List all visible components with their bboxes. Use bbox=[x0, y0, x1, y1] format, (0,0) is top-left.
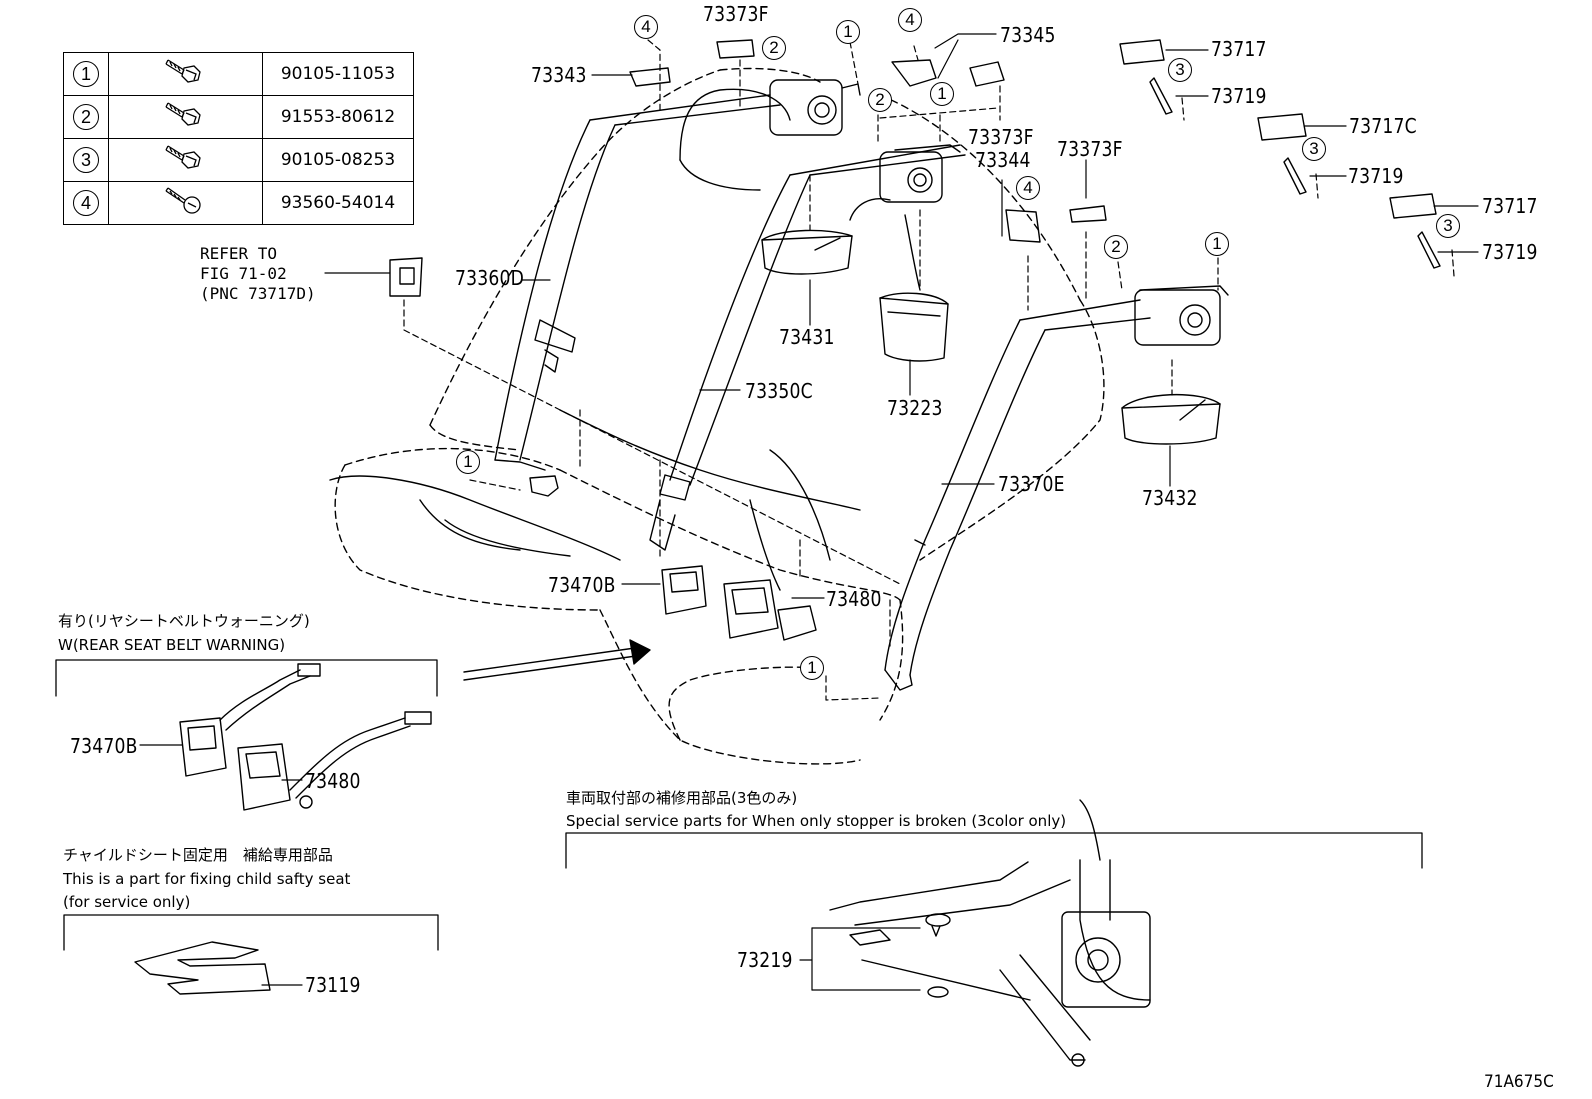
callout-73344: 73344 bbox=[975, 148, 1031, 172]
callout-73119: 73119 bbox=[305, 973, 361, 997]
child-seat-note-en-service: (for service only) bbox=[63, 893, 191, 911]
callout-73223: 73223 bbox=[887, 396, 943, 420]
callout-73350c: 73350C bbox=[745, 379, 813, 403]
cover-73432 bbox=[1121, 393, 1221, 445]
marker-2: 2 bbox=[868, 88, 892, 112]
belt-73350c bbox=[649, 144, 966, 551]
refer-note-line3: (PNC 73717D) bbox=[200, 284, 316, 303]
belt-73370e bbox=[884, 299, 1151, 691]
table-row: 1 90105-11053 bbox=[63, 52, 414, 96]
callout-73431: 73431 bbox=[779, 325, 835, 349]
marker-1: 1 bbox=[1205, 232, 1229, 256]
retractor-left bbox=[769, 79, 861, 136]
marker-1: 1 bbox=[930, 82, 954, 106]
callout-73719: 73719 bbox=[1482, 240, 1538, 264]
dashed-leaders bbox=[403, 39, 1455, 701]
figure-code: 71A675C bbox=[1484, 1072, 1554, 1092]
inset-arrow bbox=[463, 639, 651, 681]
callout-73717c: 73717C bbox=[1349, 114, 1417, 138]
fastener-index: 2 bbox=[73, 104, 99, 130]
seat-back-outline bbox=[334, 67, 1105, 765]
callout-73480-inset: 73480 bbox=[305, 769, 361, 793]
warning-note-en: W(REAR SEAT BELT WARNING) bbox=[58, 636, 286, 654]
table-row: 4 93560-54014 bbox=[63, 181, 414, 225]
marker-3: 3 bbox=[1168, 58, 1192, 82]
callout-73373f: 73373F bbox=[968, 125, 1034, 149]
fastener-part-number: 93560-54014 bbox=[262, 181, 414, 225]
child-seat-note-jp: チャイルドシート固定用 補給専用部品 bbox=[63, 846, 333, 864]
marker-3: 3 bbox=[1436, 214, 1460, 238]
marker-1: 1 bbox=[456, 450, 480, 474]
callout-73717: 73717 bbox=[1211, 37, 1267, 61]
marker-4: 4 bbox=[898, 8, 922, 32]
refer-note-line2: FIG 71-02 bbox=[200, 264, 287, 283]
callout-73219: 73219 bbox=[737, 948, 793, 972]
inset-brackets bbox=[55, 659, 1423, 951]
stopper-note-jp: 車両取付部の補修用部品(3色のみ) bbox=[566, 789, 798, 807]
retractor-right bbox=[1134, 285, 1229, 346]
marker-2: 2 bbox=[1104, 235, 1128, 259]
fastener-part-number: 90105-11053 bbox=[262, 52, 414, 96]
table-row: 3 90105-08253 bbox=[63, 138, 414, 182]
stopper-inset-drawing bbox=[829, 799, 1151, 1067]
cover-73223 bbox=[879, 292, 949, 362]
callout-73719: 73719 bbox=[1211, 84, 1267, 108]
fastener-index: 4 bbox=[73, 190, 99, 216]
callout-73343: 73343 bbox=[531, 63, 587, 87]
seat-cushion-contours bbox=[329, 409, 861, 591]
marker-2: 2 bbox=[762, 36, 786, 60]
marker-1: 1 bbox=[800, 656, 824, 680]
fastener-index: 1 bbox=[73, 61, 99, 87]
bolt-icon bbox=[164, 145, 201, 169]
child-seat-note-en: This is a part for fixing child safty se… bbox=[63, 870, 351, 888]
bolt-icon bbox=[164, 102, 201, 126]
retractor-center bbox=[879, 144, 961, 203]
fastener-table: 1 90105-11053 2 91553-80612 3 90105-0825… bbox=[63, 52, 414, 225]
table-row: 2 91553-80612 bbox=[63, 95, 414, 139]
callout-73360d: 73360D bbox=[455, 266, 525, 290]
callout-73432: 73432 bbox=[1142, 486, 1198, 510]
warning-note-jp: 有り(リヤシートベルトウォーニング) bbox=[58, 612, 310, 630]
callout-73373f: 73373F bbox=[1057, 137, 1123, 161]
stopper-note-en: Special service parts for When only stop… bbox=[566, 812, 1067, 830]
fastener-index: 3 bbox=[73, 147, 99, 173]
callout-73717: 73717 bbox=[1482, 194, 1538, 218]
screw-icon bbox=[164, 187, 201, 214]
callout-73470b-inset: 73470B bbox=[70, 734, 138, 758]
marker-1: 1 bbox=[836, 20, 860, 44]
marker-3: 3 bbox=[1302, 137, 1326, 161]
buckle-assembly-main bbox=[661, 565, 817, 641]
marker-4: 4 bbox=[1016, 176, 1040, 200]
refer-note-line1: REFER TO bbox=[200, 244, 278, 263]
belt-73360d bbox=[494, 94, 781, 497]
callout-73345: 73345 bbox=[1000, 23, 1056, 47]
headrest-contours bbox=[679, 88, 921, 291]
fastener-part-number: 91553-80612 bbox=[262, 95, 414, 139]
label-leaders bbox=[139, 33, 1479, 991]
callout-73470b: 73470B bbox=[548, 573, 616, 597]
part-73119 bbox=[134, 941, 271, 995]
bezel-parts bbox=[389, 39, 1441, 297]
callout-73719: 73719 bbox=[1348, 164, 1404, 188]
cover-73431 bbox=[761, 229, 853, 275]
callout-73373f: 73373F bbox=[703, 2, 769, 26]
callout-73370e: 73370E bbox=[998, 472, 1065, 496]
marker-4: 4 bbox=[634, 15, 658, 39]
callout-73480: 73480 bbox=[826, 587, 882, 611]
bolt-icon bbox=[164, 59, 201, 83]
fastener-part-number: 90105-08253 bbox=[262, 138, 414, 182]
